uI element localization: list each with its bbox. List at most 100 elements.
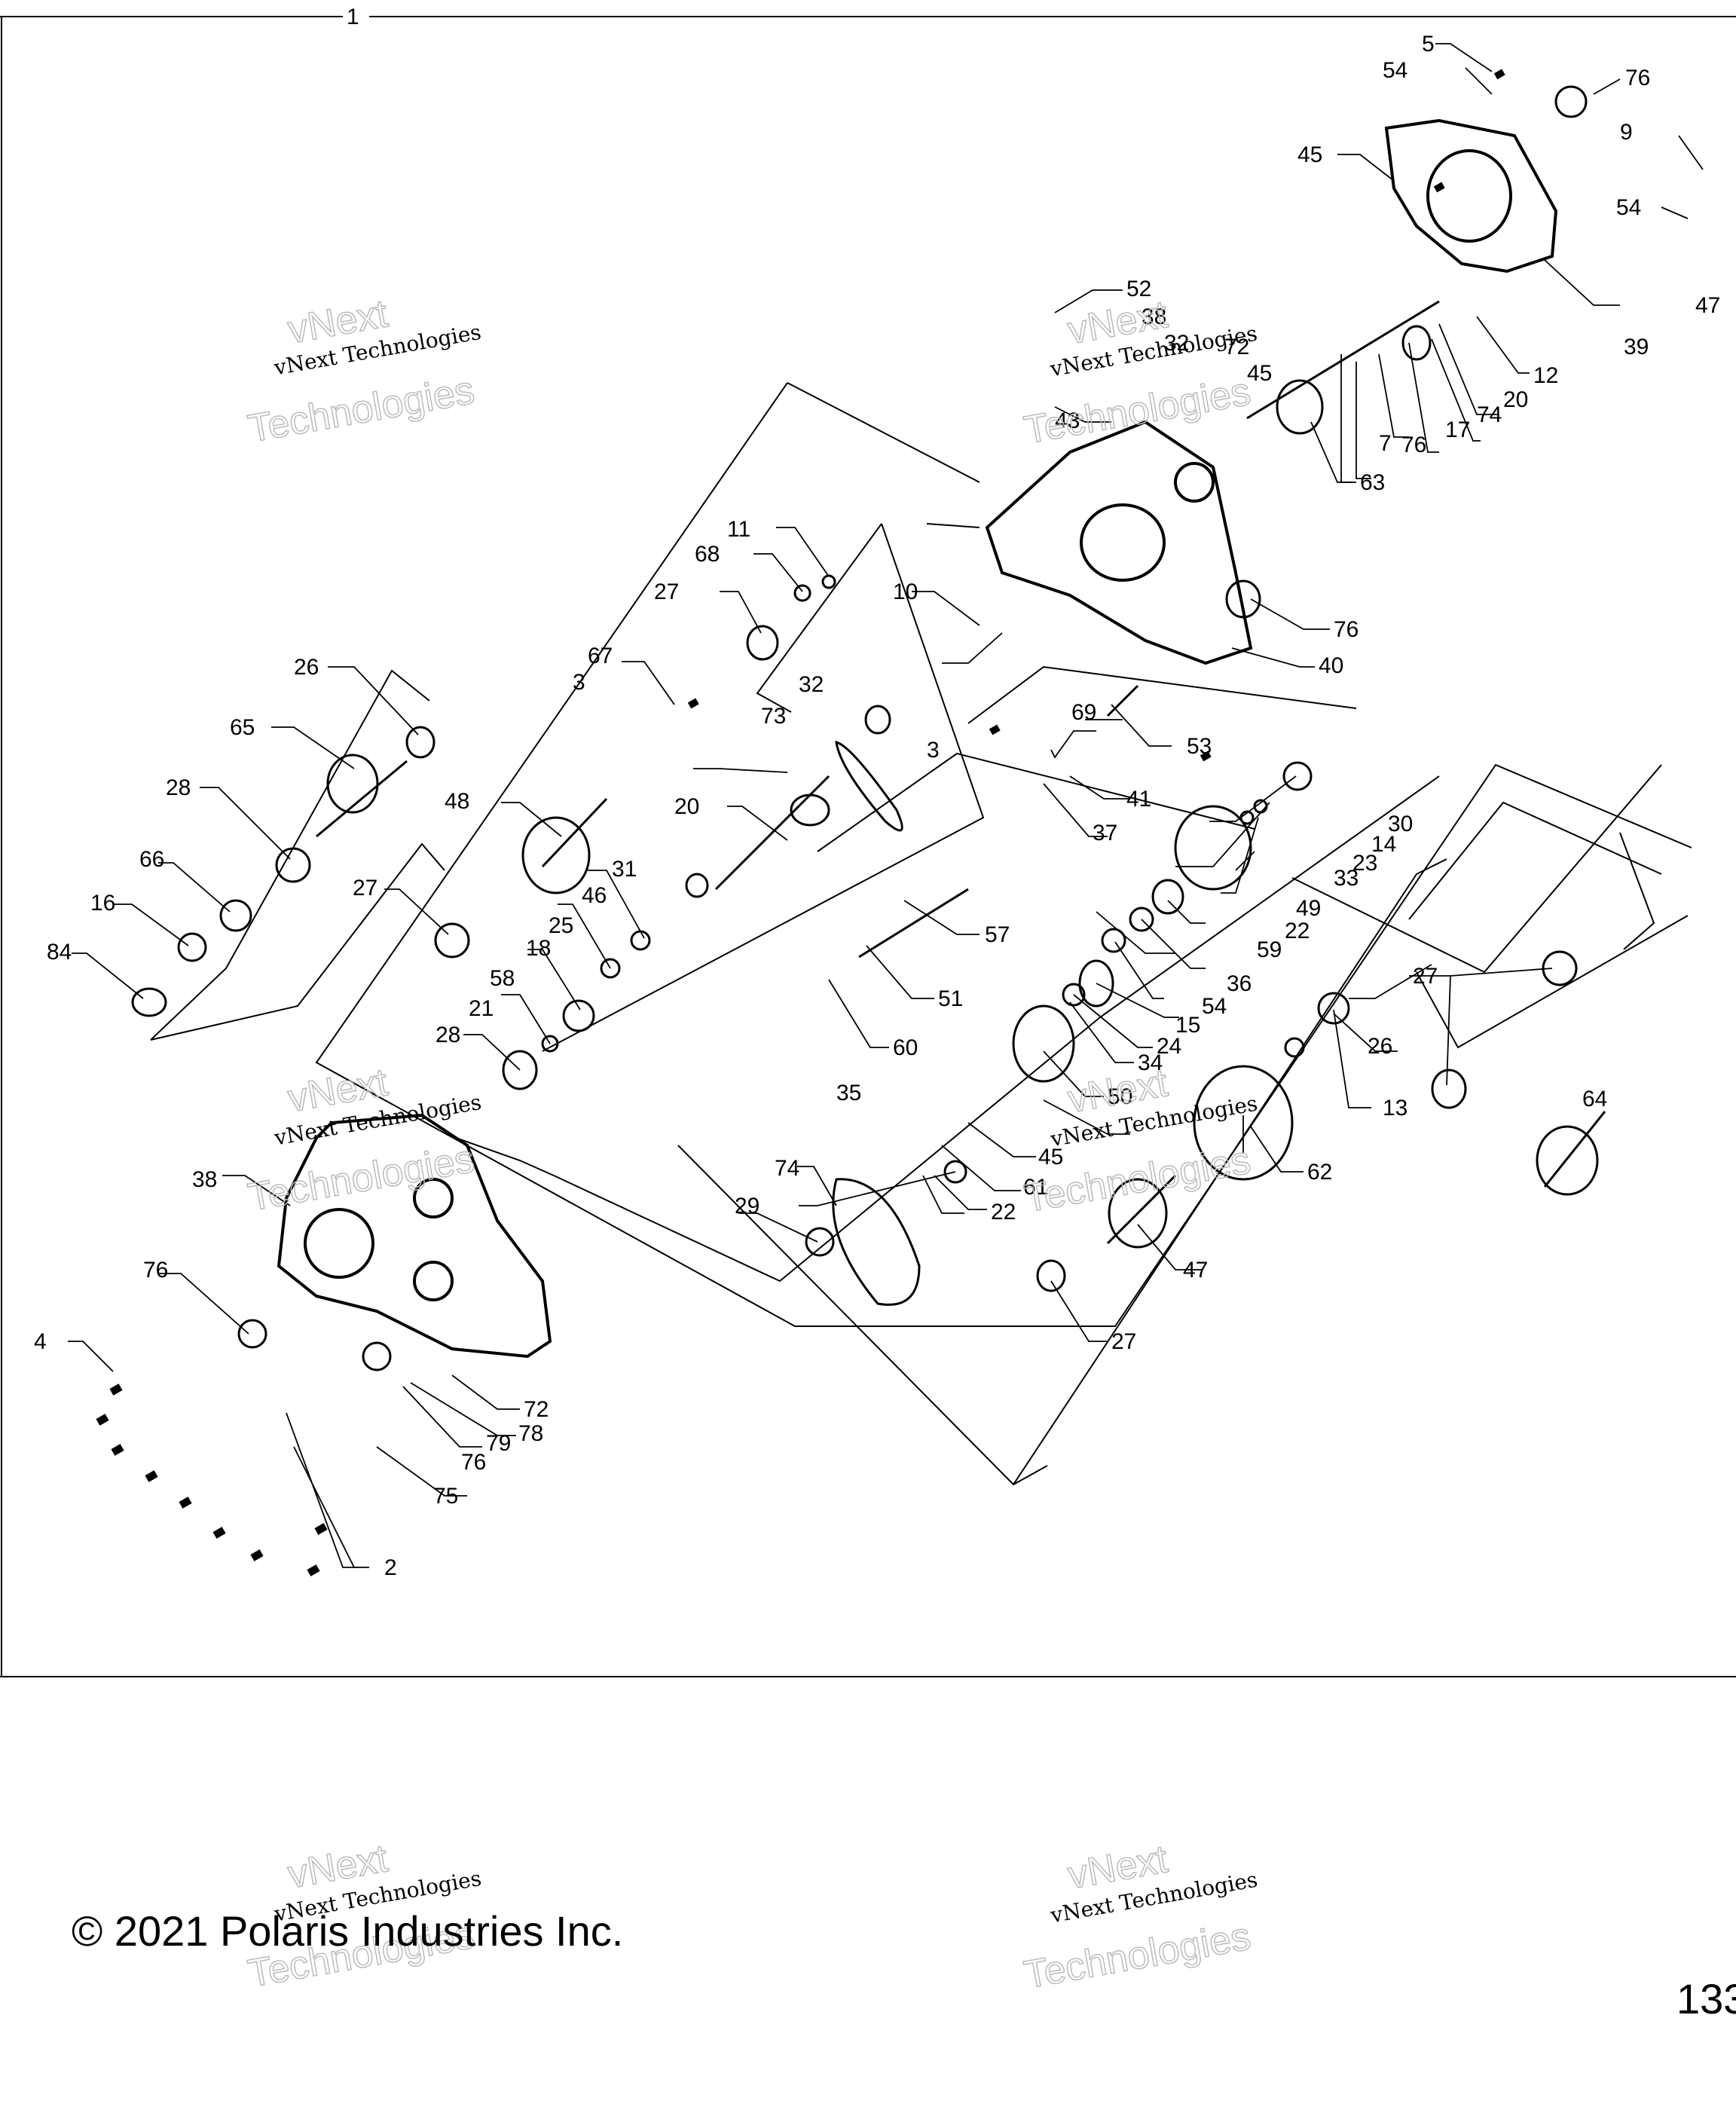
callout-22b: 22 bbox=[991, 1200, 1016, 1225]
callout-27b: 27 bbox=[353, 876, 377, 900]
watermark-1: vNext vNext Technologies Technologies bbox=[244, 291, 483, 451]
callout-5: 5 bbox=[1422, 32, 1435, 57]
callout-54: 51 bbox=[938, 986, 963, 1011]
callout-12: 12 bbox=[1533, 363, 1558, 388]
callout-59: 57 bbox=[985, 922, 1010, 947]
bearings-and-washers bbox=[131, 85, 1588, 1371]
callout-75: 74 bbox=[775, 1156, 799, 1181]
callout-51: 50 bbox=[1108, 1084, 1132, 1109]
callout-55: 52 bbox=[1126, 277, 1151, 301]
callout-46: 45 bbox=[1038, 1145, 1063, 1170]
callout-39: 38 bbox=[1142, 304, 1166, 329]
callout-37: 36 bbox=[1227, 971, 1252, 996]
callout-27d: 27 bbox=[1111, 1329, 1136, 1354]
svg-text:Technologies: Technologies bbox=[1021, 370, 1254, 453]
callout-76: 74 bbox=[1477, 402, 1502, 427]
callout-27c: 27 bbox=[1413, 964, 1438, 989]
callout-78d: 76 bbox=[461, 1450, 486, 1475]
callout-23: 23 bbox=[1352, 851, 1377, 876]
callout-52: 49 bbox=[1296, 896, 1321, 921]
callout-32: 31 bbox=[612, 857, 637, 882]
callout-62: 60 bbox=[893, 1035, 918, 1060]
callout-48: 47 bbox=[1183, 1258, 1208, 1283]
leader-lines bbox=[68, 43, 1704, 1568]
fasteners bbox=[96, 69, 1505, 1576]
callout-47: 46 bbox=[582, 883, 607, 908]
callout-3: 3 bbox=[573, 670, 585, 695]
callout-27: 27 bbox=[654, 579, 679, 604]
watermark-6: vNext vNext Technologies Technologies bbox=[1020, 1836, 1259, 1998]
callout-49: 48 bbox=[445, 789, 469, 814]
diagram-frame bbox=[0, 16, 1736, 1677]
callout-36: 35 bbox=[836, 1081, 861, 1105]
svg-text:Technologies: Technologies bbox=[245, 368, 478, 451]
callout-19: 20 bbox=[674, 794, 699, 819]
callout-2: 2 bbox=[384, 1555, 397, 1580]
callout-73: 72 bbox=[1224, 335, 1249, 359]
callout-78c: 76 bbox=[143, 1258, 168, 1283]
callout-10: 10 bbox=[893, 579, 918, 604]
callout-50b: 45 bbox=[1247, 361, 1272, 386]
callout-64: 62 bbox=[1307, 1160, 1332, 1185]
callout-24: 24 bbox=[1157, 1034, 1181, 1059]
callout-26: 26 bbox=[294, 655, 319, 680]
callout-84: 84 bbox=[47, 940, 72, 965]
callout-25: 25 bbox=[549, 913, 573, 938]
callout-57: 54 bbox=[1202, 994, 1227, 1019]
callout-21: 21 bbox=[469, 996, 494, 1021]
callout-74: 73 bbox=[761, 704, 786, 729]
callout-66: 64 bbox=[1582, 1087, 1607, 1111]
callout-45: 43 bbox=[1055, 408, 1080, 433]
callout-58: 54 bbox=[1383, 58, 1407, 83]
callout-81: 79 bbox=[486, 1431, 511, 1456]
housing-shapes bbox=[277, 118, 1558, 1359]
callout-70: 68 bbox=[695, 542, 720, 567]
callout-33b: 32 bbox=[799, 672, 824, 697]
callout-9: 9 bbox=[1620, 120, 1633, 145]
callout-31: 30 bbox=[1388, 812, 1413, 836]
callout-56: 53 bbox=[1187, 734, 1212, 759]
callout-29: 28 bbox=[166, 775, 191, 800]
page-number: 133 bbox=[1676, 1975, 1736, 2023]
copyright-text: © 2021 Polaris Industries Inc. bbox=[72, 1907, 624, 1955]
callout-22: 22 bbox=[1285, 919, 1310, 943]
callout-61: 59 bbox=[1257, 937, 1282, 962]
callout-15: 15 bbox=[1175, 1013, 1200, 1038]
callout-50: 45 bbox=[1297, 142, 1322, 167]
callout-80: 78 bbox=[518, 1421, 543, 1446]
callout-3b: 3 bbox=[927, 738, 940, 763]
callout-20: 20 bbox=[1503, 387, 1528, 412]
callout-42: 40 bbox=[1319, 653, 1343, 678]
callout-67: 65 bbox=[230, 715, 255, 740]
callout-26b: 26 bbox=[1368, 1034, 1392, 1059]
callout-60: 58 bbox=[490, 966, 515, 991]
callout-7: 7 bbox=[1379, 431, 1392, 456]
callout-73b: 72 bbox=[524, 1397, 549, 1422]
callout-63: 61 bbox=[1023, 1175, 1048, 1200]
callout-77: 75 bbox=[433, 1484, 458, 1509]
callout-72: 69 bbox=[1071, 700, 1096, 725]
callout-69: 67 bbox=[588, 644, 613, 668]
watermark-4: vNext vNext Technologies Technologies bbox=[1020, 1060, 1259, 1222]
callout-78b: 76 bbox=[1334, 617, 1359, 642]
callout-40: 38 bbox=[192, 1167, 217, 1192]
callout-17: 17 bbox=[1445, 417, 1470, 442]
frame-label: 1 bbox=[347, 5, 359, 29]
callout-28: 28 bbox=[436, 1023, 460, 1047]
callout-65: 63 bbox=[1360, 470, 1385, 495]
shafts-and-gears bbox=[316, 300, 1606, 1306]
callout-43: 41 bbox=[1126, 787, 1151, 812]
callout-38: 37 bbox=[1093, 821, 1117, 845]
callout-14: 14 bbox=[1371, 832, 1396, 857]
assembly-outlines bbox=[150, 382, 1692, 1486]
callout-labels: 9 5 54 76 45 54 47 39 12 20 74 17 76 7 6… bbox=[34, 32, 1720, 1580]
callout-41: 39 bbox=[1624, 335, 1649, 359]
callout-13: 13 bbox=[1383, 1096, 1407, 1121]
watermark-3: vNext vNext Technologies Technologies bbox=[244, 1059, 483, 1220]
watermark-2: vNext vNext Technologies Technologies bbox=[1020, 292, 1259, 453]
callout-16: 16 bbox=[90, 891, 115, 916]
callout-18: 18 bbox=[526, 936, 551, 961]
callout-68: 66 bbox=[139, 847, 164, 872]
